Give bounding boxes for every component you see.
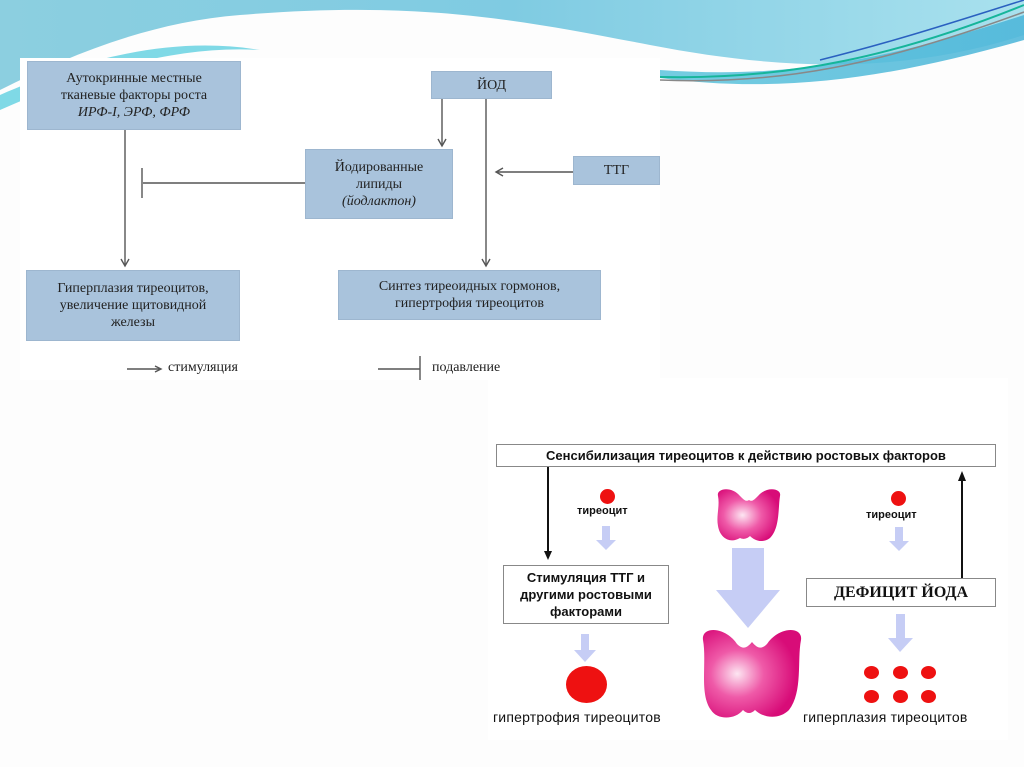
stimulation-line1: Стимуляция ТТГ и	[526, 570, 646, 585]
sensitization-label: Сенсибилизация тиреоцитов к действию рос…	[546, 448, 946, 463]
lipids-line1: Йодированные	[334, 159, 424, 175]
autocrine-line1: Аутокринные местные	[66, 71, 202, 86]
iodinated-lipids-box: Йодированные липиды (йодлактон)	[305, 149, 453, 219]
top-connectors	[120, 99, 573, 380]
hyperplasia-cell-icon	[921, 666, 936, 679]
iodine-deficiency-box: ДЕФИЦИТ ЙОДА	[806, 578, 996, 607]
stimulation-line3: факторами	[549, 604, 623, 619]
hyperplasia-line1: Гиперплазия тиреоцитов,	[57, 281, 209, 296]
thyrocyte-label-left: тиреоцит	[577, 505, 628, 517]
hyperplasia-line2: увеличение щитовидной	[59, 298, 207, 313]
stimulation-box: Стимуляция ТТГ и другими ростовыми факто…	[503, 565, 669, 624]
arrowhead	[437, 138, 447, 148]
tsh-label: ТТГ	[603, 163, 630, 178]
arrowhead	[494, 167, 504, 177]
synthesis-box: Синтез тиреоидных гормонов, гипертрофия …	[338, 270, 601, 320]
stimulation-line2: другими ростовыми	[520, 587, 652, 602]
arrowhead	[120, 258, 130, 268]
tsh-box: ТТГ	[573, 156, 660, 185]
synthesis-line1: Синтез тиреоидных гормонов,	[378, 279, 561, 294]
small-down-arrow-left-bottom	[574, 634, 596, 662]
arrowhead	[544, 551, 552, 560]
hyperplasia-cell-icon	[921, 690, 936, 703]
hyperplasia-box: Гиперплазия тиреоцитов, увеличение щитов…	[26, 270, 240, 341]
hypertrophied-cell-icon	[566, 666, 607, 703]
big-down-arrow-center	[716, 548, 780, 628]
hyperplasia-cell-icon	[864, 666, 879, 679]
lipids-line3: (йодлактон)	[342, 193, 416, 209]
small-down-arrow-left-top	[596, 526, 616, 550]
lipids-line2: липиды	[356, 176, 402, 192]
arrowhead	[958, 471, 966, 481]
iodine-deficiency-label: ДЕФИЦИТ ЙОДА	[833, 583, 969, 601]
legend-suppression-label: подавление	[432, 360, 501, 375]
arrowhead	[481, 258, 491, 268]
small-down-arrow-right-bottom	[888, 614, 913, 652]
synthesis-line2: гипертрофия тиреоцитов	[395, 296, 544, 311]
thyrocyte-icon-left	[600, 489, 615, 504]
sensitization-box: Сенсибилизация тиреоцитов к действию рос…	[496, 444, 996, 467]
iodine-label: ЙОД	[476, 77, 507, 93]
legend-stimulation-label: стимуляция	[168, 360, 238, 375]
legend-arrowhead	[154, 365, 163, 373]
autocrine-line3: ИРФ-I, ЭРФ, ФРФ	[77, 105, 191, 120]
hyperplasia-cell-icon	[864, 690, 879, 703]
thyroid-gland-small-icon	[717, 489, 781, 542]
thyrocyte-icon-right	[891, 491, 906, 506]
thyrocyte-label-right: тиреоцит	[866, 509, 917, 521]
thyroid-gland-large-icon	[702, 629, 802, 718]
small-down-arrow-right-top	[889, 527, 909, 551]
autocrine-line2: тканевые факторы роста	[60, 88, 208, 103]
autocrine-factors-box: Аутокринные местные тканевые факторы рос…	[27, 61, 241, 130]
hyperplasia-label: гиперплазия тиреоцитов	[803, 709, 968, 725]
hyperplasia-cell-icon	[893, 666, 908, 679]
hypertrophy-label: гипертрофия тиреоцитов	[493, 709, 661, 725]
hyperplasia-cell-icon	[893, 690, 908, 703]
hyperplasia-line3: железы	[110, 315, 155, 330]
iodine-box: ЙОД	[431, 71, 552, 99]
